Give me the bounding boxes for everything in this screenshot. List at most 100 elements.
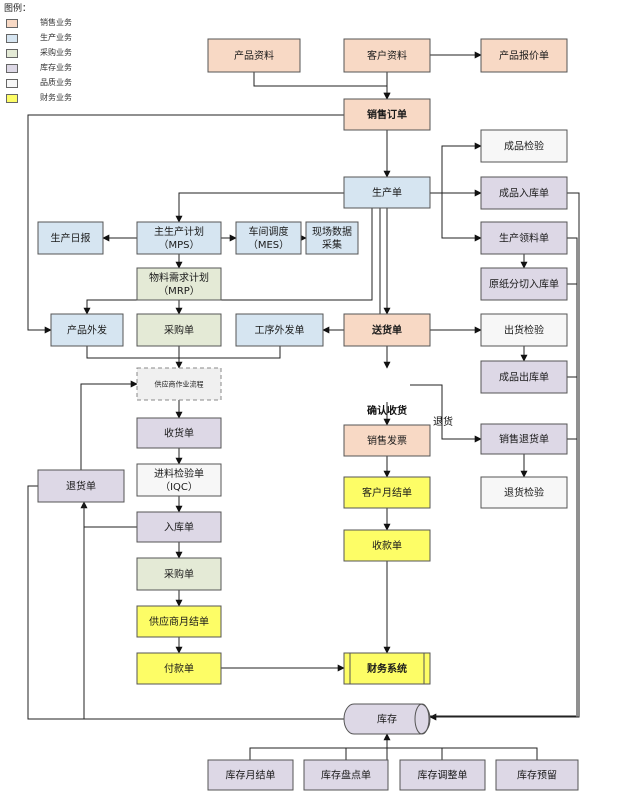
node-shape <box>480 221 568 255</box>
node-shape <box>37 469 125 503</box>
legend-item-production: 生产业务 <box>4 31 114 46</box>
flow-nodes: 产品资料客户资料产品报价单销售订单成品检验生产单成品入库单生产日报主生产计划（M… <box>37 38 579 791</box>
node-label: 销售退货单 <box>499 433 549 446</box>
node-paper-cutting: 原纸分切入库单 <box>480 267 568 301</box>
connector <box>27 114 344 334</box>
node-label: 退货单 <box>66 480 96 493</box>
node-daily-report: 生产日报 <box>37 221 104 255</box>
node-shape <box>495 759 579 791</box>
node-shape <box>343 98 431 131</box>
node-shape <box>305 221 359 255</box>
legend-swatch-finance <box>6 94 18 103</box>
legend-title: 图例： <box>4 4 32 14</box>
node-mps: 主生产计划（MPS） <box>136 221 222 255</box>
node-supplier-process: 供应商作业流程 <box>136 367 222 401</box>
node-shape <box>399 759 486 791</box>
connector <box>567 237 578 717</box>
node-label: 财务系统 <box>366 662 407 675</box>
node-shape <box>136 417 222 449</box>
node-product-quote: 产品报价单 <box>480 38 568 73</box>
node-shipment-inspection: 出货检验 <box>480 313 568 347</box>
node-label: 生产领料单 <box>499 232 549 245</box>
connector <box>441 193 482 242</box>
node-shape <box>480 360 568 394</box>
node-shape <box>480 129 568 163</box>
connector <box>410 384 482 443</box>
node-return-note: 退货单 <box>37 469 125 503</box>
node-fg-inspection: 成品检验 <box>480 129 568 163</box>
node-product-info: 产品资料 <box>207 38 301 73</box>
node-label: 采购单 <box>164 568 194 581</box>
node-label: 入库单 <box>164 521 194 534</box>
node-label: 生产单 <box>372 186 402 199</box>
node-label: 送货单 <box>371 324 402 337</box>
node-shape <box>303 759 389 791</box>
node-label: 工序外发单 <box>255 324 305 337</box>
legend-item-inventory: 库存业务 <box>4 61 114 76</box>
node-customer-statement: 客户月结单 <box>343 476 431 509</box>
legend-label: 生产业务 <box>40 33 72 42</box>
node-process-outsource: 工序外发单 <box>235 313 324 347</box>
node-collection: 收款单 <box>343 529 431 562</box>
node-shape <box>136 267 222 301</box>
node-label: 成品入库单 <box>499 187 549 200</box>
node-shape <box>136 652 222 685</box>
node-label: （IQC） <box>160 481 198 493</box>
node-label: 销售发票 <box>367 434 407 447</box>
node-label: 现场数据 <box>312 225 352 238</box>
legend-swatch-purchase <box>6 49 18 58</box>
legend-label: 销售业务 <box>40 18 72 27</box>
node-label: 供应商作业流程 <box>155 380 204 389</box>
node-label: 进料检验单 <box>154 467 204 480</box>
node-shape <box>480 176 568 210</box>
connector <box>429 192 580 721</box>
node-label: 收款单 <box>372 539 402 552</box>
connector <box>86 346 180 368</box>
node-shape <box>136 221 222 255</box>
connector <box>27 485 344 720</box>
node-shape <box>207 38 301 73</box>
node-mes: 车间调度（MES） <box>235 221 302 255</box>
node-shape <box>343 529 431 562</box>
node-shape <box>480 423 568 455</box>
node-shape <box>235 313 324 347</box>
connector <box>253 72 391 100</box>
node-shape <box>136 557 222 591</box>
node-shape <box>136 313 222 347</box>
node-fg-outbound: 成品出库单 <box>480 360 568 394</box>
node-shape <box>235 221 302 255</box>
legend-label: 采购业务 <box>40 48 72 57</box>
node-label: 原纸分切入库单 <box>489 278 559 291</box>
node-inventory: 库存 <box>343 703 431 735</box>
node-label: 产品资料 <box>234 49 274 62</box>
node-shape <box>343 176 431 209</box>
legend-label: 库存业务 <box>40 63 72 72</box>
node-shape <box>136 463 222 497</box>
connector <box>175 192 374 223</box>
node-label: 库存月结单 <box>226 769 276 782</box>
node-shape <box>480 267 568 301</box>
node-label: （MRP） <box>158 285 200 297</box>
node-stock-month-close: 库存月结单 <box>207 759 294 791</box>
node-goods-receipt: 收货单 <box>136 417 222 449</box>
node-shape <box>343 313 431 347</box>
node-label: 出货检验 <box>504 324 544 337</box>
node-stock-adjust: 库存调整单 <box>399 759 486 791</box>
node-shape <box>50 313 124 347</box>
connector <box>83 208 373 315</box>
node-label: 收货单 <box>164 427 194 440</box>
legend-item-purchase: 采购业务 <box>4 46 114 61</box>
node-label: 库存调整单 <box>418 769 468 782</box>
node-label: 成品检验 <box>504 140 544 153</box>
node-purchase-order-2: 采购单 <box>136 557 222 591</box>
node-label: 采集 <box>322 238 342 251</box>
legend-swatch-production <box>6 34 18 43</box>
edge-label-confirm-receipt: 确认收货 <box>367 404 407 417</box>
node-shape <box>480 38 568 73</box>
node-finance-system: 财务系统 <box>343 652 431 685</box>
node-purchase-order: 采购单 <box>136 313 222 347</box>
node-shape <box>343 476 431 509</box>
node-shape <box>343 424 431 457</box>
node-label: 生产日报 <box>51 232 91 245</box>
